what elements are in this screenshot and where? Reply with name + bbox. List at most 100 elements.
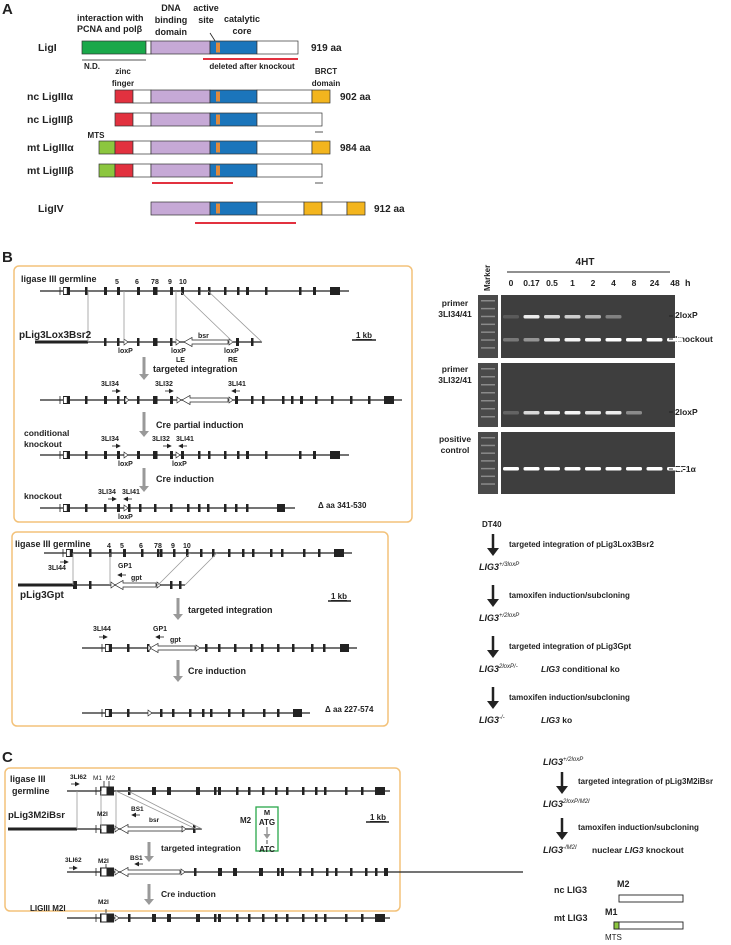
exon [252,549,255,557]
exon [117,451,120,459]
flow-arrow-head [487,548,499,556]
protein-name: mt LigIIIα [27,142,74,154]
annot-active-2: site [198,15,214,25]
b2-primer-label: 3LI44 [48,565,66,572]
exon-number: 9 [171,543,175,550]
c-bsr-label: bsr [149,817,160,824]
loxp-site [180,868,186,876]
domain-segment [132,89,152,104]
exon [311,644,314,652]
domain-segment [114,140,134,155]
marker-band [481,339,495,341]
exon [302,914,305,922]
exon [263,709,266,717]
exon [152,787,156,795]
marker-band [481,300,495,302]
timepoint-label: 2 [591,278,596,288]
active-site-mark [216,142,220,153]
domain-segment [150,89,211,104]
b2-gp1-label: GP1 [118,563,132,570]
primer-label: 3LI32 [152,436,170,443]
b2-step1: targeted integration [188,605,273,615]
domain-segment [132,112,152,127]
process-arrow-head [144,856,154,862]
exon [117,338,120,346]
mutation-arrow-head [263,834,271,839]
exon [265,451,268,459]
annot-nd: N.D. [84,62,100,71]
flow-genotype: LIG3+/3loxP [479,562,519,572]
loxp-label: loxP [172,461,187,468]
c-m2i-label-3: M2I [98,899,109,906]
primer-label: 3LI41 [122,489,140,496]
exon [281,549,284,557]
exon [85,504,88,512]
gel-band [544,338,560,342]
annot-mts: MTS [88,131,106,140]
exon-1-utr [63,288,67,294]
c-m2i-label-2: M2I [98,858,109,865]
process-arrow-head [173,676,183,682]
exon-1-utr [66,550,70,556]
annot-dna-1: DNA [161,3,181,13]
gel-band [585,315,601,319]
panel-a: A interaction with PCNA and polβ DNA bin… [2,1,405,224]
gel-band [503,467,519,471]
marker-band [481,323,495,326]
exon [311,868,314,876]
gene-name: LIG3 [541,664,560,674]
marker-band [481,331,495,333]
box-b2 [11,531,389,727]
exon [85,396,88,404]
exon-1-utr [101,868,107,876]
exon [315,914,318,922]
isoform-mt-mts [613,921,620,930]
exon [224,451,227,459]
exon [250,644,253,652]
exon [340,644,349,652]
flow-arrow-head [487,701,499,709]
mutation-to: ATC [259,845,275,854]
exon [170,451,173,459]
exon [299,287,302,295]
exon [261,644,264,652]
isoform-nc-bar [618,894,684,903]
exon-number: 10 [183,543,191,550]
marker-band [481,408,495,410]
exon [282,396,285,404]
domain-segment [256,201,305,216]
b1-scale-label: 1 kb [356,331,372,340]
exon-number: 7 [151,279,155,286]
gel-band [564,315,581,319]
selection-cassette [181,394,229,406]
flow-genotype: LIG3+/2loxP [479,613,519,623]
flow-genotype: LIG32loxP/- [479,664,518,674]
exon [139,504,142,512]
exon [350,396,353,404]
exon-number: 4 [107,543,111,550]
exon [153,287,156,295]
exon [170,396,173,404]
exon [193,825,196,833]
protein-name: nc LigIIIα [27,91,74,103]
exon [262,914,265,922]
exon [104,504,107,512]
exon-1-utr [105,710,109,716]
exon [153,451,156,459]
selection-cassette [114,579,157,591]
exon [277,644,280,652]
exon [160,549,163,557]
exon [361,787,364,795]
exon [198,451,201,459]
exon [155,451,158,459]
exon [313,451,316,459]
exon [246,287,249,295]
gel-image [501,363,675,427]
exon [326,868,329,876]
exon [345,787,348,795]
exon [251,338,254,346]
domain-segment [150,112,211,127]
exon [202,709,205,717]
